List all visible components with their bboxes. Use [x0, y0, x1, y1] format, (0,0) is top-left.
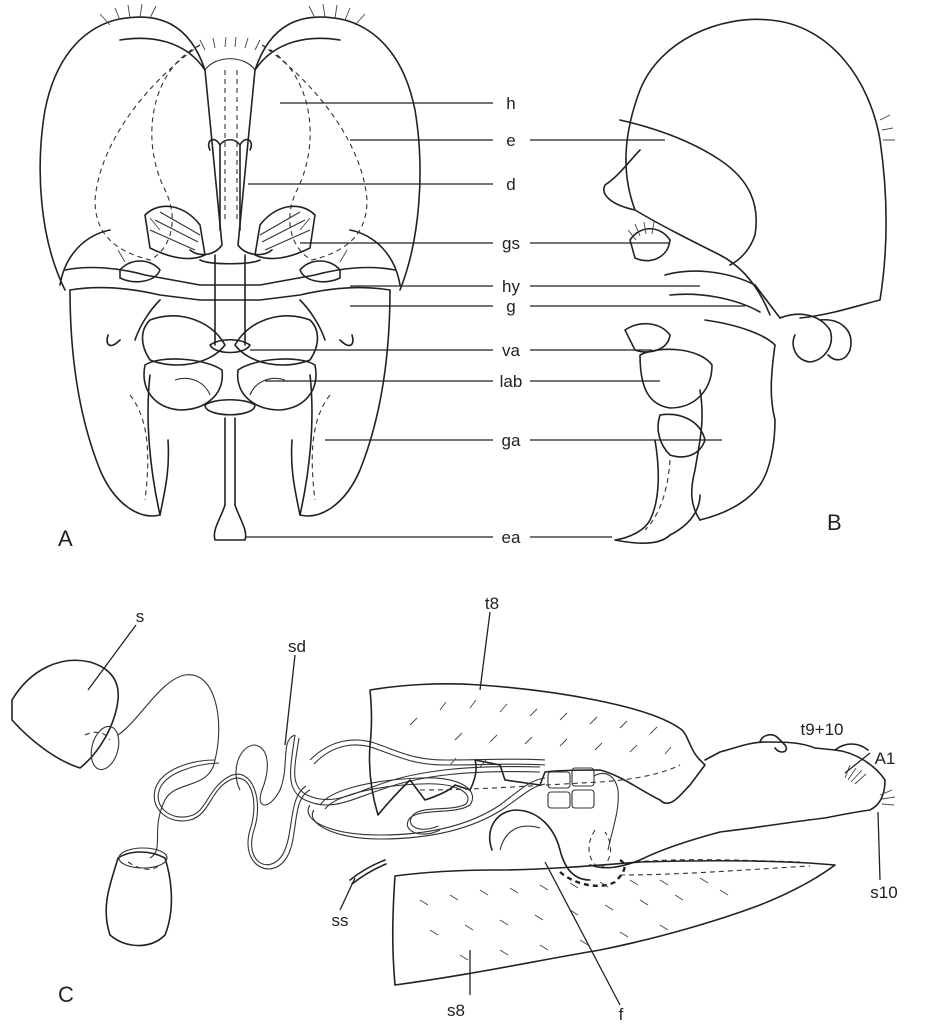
panel-a-head-frontal-drawing: [40, 4, 420, 540]
label-lab: lab: [500, 372, 523, 391]
label-ss: ss: [332, 911, 349, 930]
panel-label-b: B: [827, 510, 842, 535]
label-ga: ga: [502, 431, 521, 450]
label-t8: t8: [485, 594, 499, 613]
panel-a-leader-lines: [245, 103, 493, 537]
label-va: va: [502, 341, 521, 360]
panel-c-terminalia-drawing: [12, 660, 895, 985]
panel-c-labels: s sd t8 t9+10 A1 s10 ss s8 f: [136, 594, 898, 1024]
panel-label-a: A: [58, 526, 73, 551]
panel-b-head-lateral-drawing: [604, 19, 895, 543]
label-h: h: [506, 94, 515, 113]
label-sd: sd: [288, 637, 306, 656]
label-s8: s8: [447, 1001, 465, 1020]
panel-c-leader-lines: [88, 612, 880, 1005]
panel-label-c: C: [58, 982, 74, 1007]
panel-ab-labels: h e d gs hy g va lab ga ea: [500, 94, 523, 547]
panel-b-leader-lines: [530, 140, 745, 537]
label-e: e: [506, 131, 515, 150]
label-a1: A1: [875, 749, 896, 768]
label-d: d: [506, 175, 515, 194]
label-s: s: [136, 607, 145, 626]
label-ea: ea: [502, 528, 521, 547]
label-s10: s10: [870, 883, 897, 902]
label-gs: gs: [502, 234, 520, 253]
label-hy: hy: [502, 277, 520, 296]
label-t9-10: t9+10: [800, 720, 843, 739]
label-f: f: [619, 1005, 624, 1024]
label-g: g: [506, 297, 515, 316]
